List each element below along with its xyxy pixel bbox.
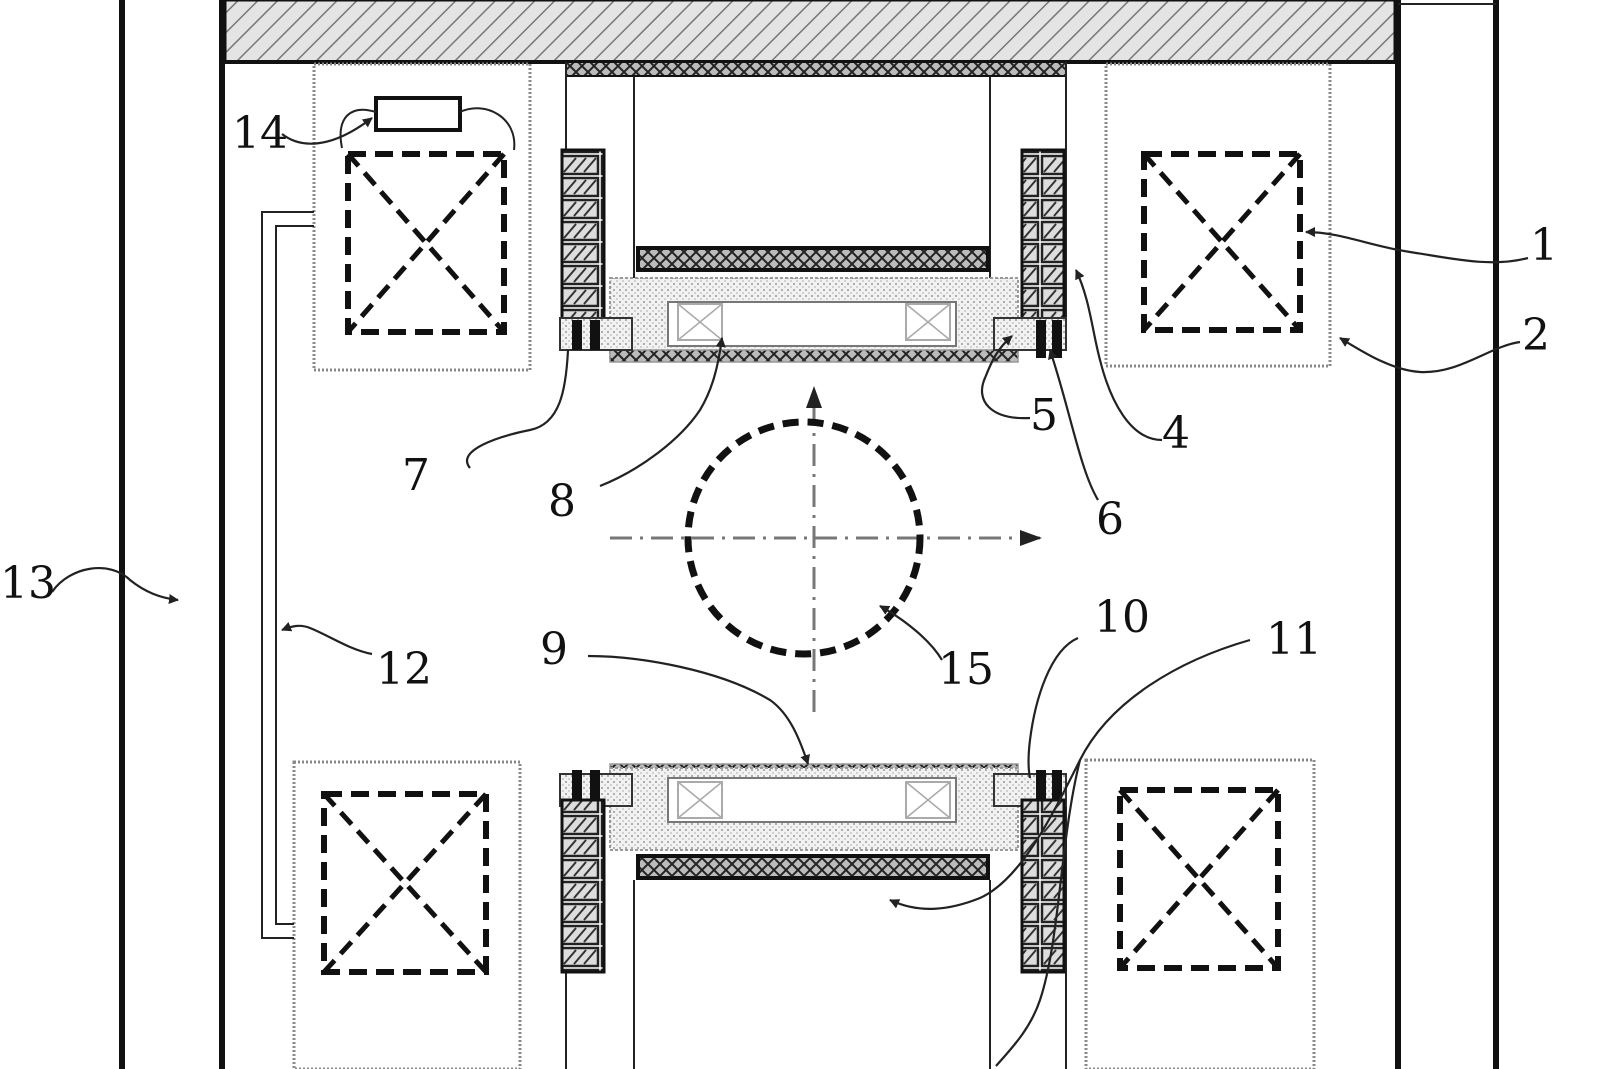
upper-left-stack — [559, 148, 633, 351]
lower-center-housing — [565, 763, 1067, 1069]
conduit-12 — [261, 211, 314, 939]
coil-upper-left — [312, 62, 532, 372]
label-15: 15 — [938, 644, 994, 695]
label-14: 14 — [232, 108, 288, 159]
reference-labels: 1 2 4 5 6 7 8 9 10 11 12 13 14 15 — [0, 108, 1558, 695]
coil-lower-right — [1084, 758, 1316, 1069]
label-1: 1 — [1530, 220, 1558, 271]
label-11: 11 — [1266, 614, 1322, 665]
label-12: 12 — [376, 644, 432, 695]
label-8: 8 — [548, 476, 576, 527]
upper-center-housing — [565, 61, 1067, 363]
leader-lines — [51, 117, 1529, 1067]
lower-left-stack — [559, 770, 633, 974]
coil-upper-right — [1104, 62, 1332, 368]
coil-lower-left — [292, 760, 522, 1069]
label-9: 9 — [540, 624, 568, 675]
outer-housing — [119, 0, 1499, 1069]
label-4: 4 — [1162, 408, 1190, 459]
component-14 — [339, 96, 516, 151]
top-plate — [223, 0, 1397, 64]
lower-right-stack — [993, 770, 1067, 974]
center-axes — [610, 386, 1042, 712]
label-5: 5 — [1030, 390, 1058, 441]
label-7: 7 — [402, 450, 430, 501]
upper-right-stack — [993, 148, 1067, 358]
label-10: 10 — [1094, 592, 1150, 643]
label-6: 6 — [1096, 494, 1124, 545]
label-13: 13 — [0, 558, 56, 609]
label-2: 2 — [1522, 310, 1550, 361]
